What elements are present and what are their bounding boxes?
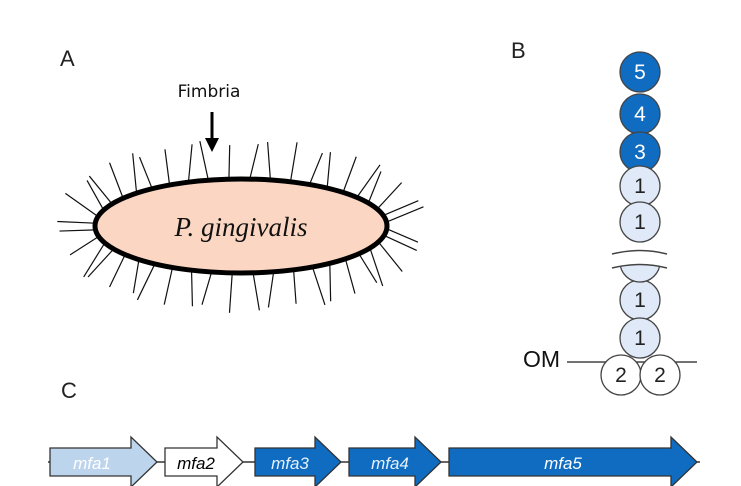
fimbria-hair — [132, 153, 138, 194]
fimbria-hair — [87, 248, 115, 278]
gene-arrows: mfa1 mfa2 mfa3 mfa4 mfa5 — [49, 435, 698, 486]
fimbria-hair — [376, 182, 403, 210]
fimbria-hair — [344, 258, 356, 294]
subunit-5-label: 5 — [634, 61, 646, 84]
panel-c: mfa1 mfa2 mfa3 mfa4 mfa5 — [48, 435, 700, 486]
fimbria-hair — [86, 180, 105, 211]
fimbria-hair — [199, 140, 209, 181]
fimbria-hair — [83, 242, 106, 278]
fimbria-hair — [326, 152, 332, 189]
fimbria-hair — [377, 241, 403, 272]
subunit-1-label: 1 — [634, 211, 646, 234]
fimbria-hair — [163, 267, 174, 305]
subunit-3-label: 3 — [634, 141, 646, 164]
fimbria-hair — [289, 142, 298, 182]
bacterial-cell — [92, 176, 390, 276]
panel-label-a: A — [60, 46, 75, 71]
anchor-subunit-2-label: 2 — [654, 364, 666, 387]
subunit-1-label: 1 — [634, 289, 646, 312]
panel-a: Fimbria P. gingivalis — [57, 82, 424, 313]
fimbria-hair — [65, 192, 99, 218]
fimbria-label: Fimbria — [178, 82, 241, 102]
panel-label-b: B — [511, 38, 526, 63]
gene-arrow-mfa2 — [164, 435, 244, 486]
gene-label-mfa2: mfa2 — [177, 454, 215, 473]
fimbria-hair — [228, 145, 231, 180]
subunit-1-label: 1 — [634, 327, 646, 350]
fimbria-hair — [190, 270, 194, 307]
anchor-subunit-2-circle — [639, 354, 681, 396]
gene-arrow-mfa5 — [448, 435, 698, 486]
fimbria-hair — [267, 271, 275, 308]
subunit-1-circle — [619, 201, 661, 243]
fimbria-hair — [311, 266, 326, 306]
fimbria-hair — [383, 234, 418, 251]
panel-label-c: C — [61, 378, 77, 403]
gene-label-mfa3: mfa3 — [271, 454, 309, 473]
fimbria-hair — [136, 263, 156, 301]
fimbriae-hairs — [57, 140, 424, 313]
om-label: OM — [523, 346, 560, 372]
subunit-4-label: 4 — [634, 103, 646, 126]
fimbria-hair — [386, 206, 424, 223]
anchor-subunit-2-label: 2 — [615, 364, 627, 387]
fimbria-hair — [383, 200, 419, 217]
fimbria-hair — [69, 236, 100, 256]
stalk-break — [611, 249, 668, 269]
subunit-partial-circle — [619, 261, 661, 283]
fimbria-hair — [342, 156, 357, 193]
gene-arrow-mfa3 — [254, 435, 342, 486]
gene-label-mfa5: mfa5 — [544, 454, 582, 473]
fimbria-hair — [109, 254, 126, 288]
fimbria-hair — [386, 228, 419, 243]
gene-arrow-mfa1 — [49, 435, 158, 486]
gene-arrow-mfa4 — [348, 435, 442, 486]
fimbria-hair — [201, 271, 213, 305]
subunit-1-circle — [619, 317, 661, 359]
fimbria-hair — [249, 143, 259, 180]
fimbria-hair — [358, 253, 378, 283]
gene-label-mfa1: mfa1 — [73, 454, 111, 473]
fimbria-arrow — [205, 112, 219, 152]
fimbria-hair — [369, 247, 384, 287]
subunit-5-circle — [619, 51, 661, 93]
fimbria-hair — [164, 149, 171, 186]
gene-label-mfa4: mfa4 — [371, 454, 409, 473]
fimbria-hair — [308, 152, 323, 185]
fimbria-hair — [356, 164, 381, 198]
fimbria-hair — [88, 175, 113, 205]
fimbria-hair — [57, 220, 96, 224]
subunit-1-label: 1 — [634, 175, 646, 198]
fimbria-hair — [267, 142, 272, 181]
fimbria-hair — [138, 156, 153, 189]
fimbria-hair — [132, 259, 140, 294]
fimbria-hair — [329, 263, 332, 302]
fimbria-hair — [228, 272, 233, 313]
fimbria-hair — [252, 272, 260, 311]
fimbria-hair — [367, 171, 382, 204]
cell-label: P. gingivalis — [173, 212, 307, 242]
fimbria-hair — [187, 144, 193, 183]
fimbria-hair — [59, 229, 96, 232]
fimbria-hair — [109, 162, 124, 199]
fimbria-hair — [292, 269, 297, 304]
